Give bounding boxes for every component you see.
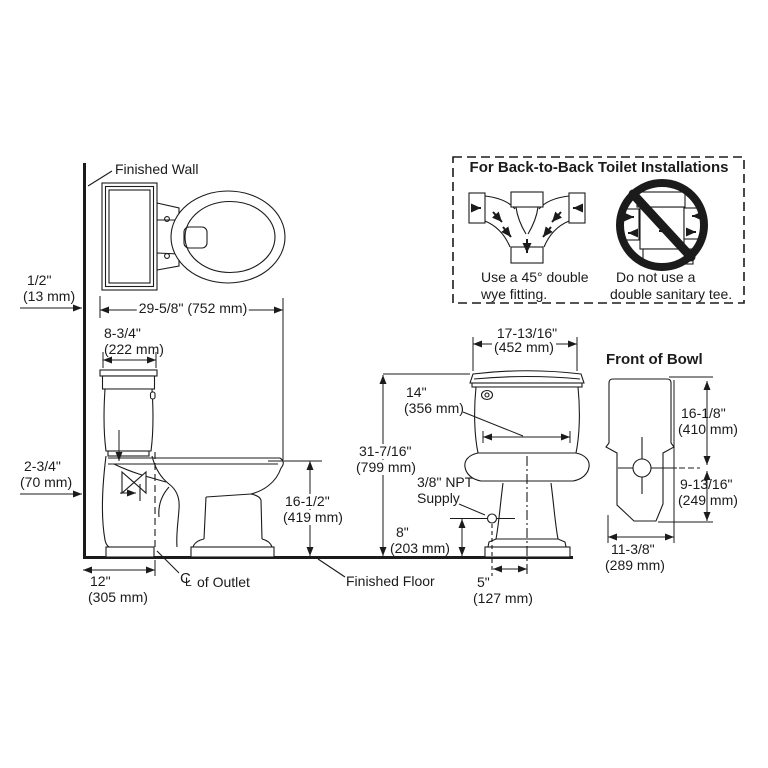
double-wye-icon [468, 191, 586, 264]
bowl-upper-inches: 16-1/8" [681, 405, 726, 421]
tee-caption-line1: Do not use a [616, 269, 696, 285]
overall-depth-dim: 29-5/8" (752 mm) [136, 300, 250, 316]
toilet-plan-view [101, 182, 286, 291]
overall-height-mm: (799 mm) [354, 459, 418, 475]
rim-height-inches: 16-1/2" [283, 493, 332, 509]
supply-offset-mm: (127 mm) [473, 590, 533, 606]
toilet-side-view [99, 369, 284, 574]
bowl-lower-mm: (249 mm) [678, 492, 738, 508]
tank-depth-mm: (222 mm) [104, 341, 164, 357]
valve-offset-mm: (70 mm) [20, 474, 73, 490]
wye-caption-line1: Use a 45° double [481, 269, 589, 285]
prohibition-slash [628, 189, 696, 262]
wall-gap-mm: (13 mm) [23, 288, 76, 304]
finished-wall-label: Finished Wall [115, 161, 199, 177]
finished-floor-label: Finished Floor [346, 573, 435, 589]
rim-height-mm: (419 mm) [281, 509, 345, 525]
tank-clearance-inches: 14" [406, 384, 427, 400]
tank-width-inches: 17-13/16" [496, 325, 558, 341]
supply-offset-inches: 5" [477, 574, 490, 590]
valve-offset-inches: 2-3/4" [24, 458, 61, 474]
overall-height-inches: 31-7/16" [357, 443, 414, 459]
rough-in-mm: (305 mm) [88, 589, 148, 605]
bowl-width-inches: 11-3/8" [611, 541, 655, 557]
bowl-outlet-center [632, 458, 652, 478]
centerline-c: C [180, 570, 191, 587]
supply-label-line1: 3/8" NPT [417, 474, 474, 490]
prohibition-circle [616, 179, 708, 271]
wye-caption-line2: wye fitting. [481, 286, 548, 302]
supply-point [486, 513, 498, 524]
front-of-bowl-title: Front of Bowl [606, 351, 703, 368]
outlet-label: of Outlet [197, 574, 250, 590]
no-sanitary-tee-icon [616, 179, 708, 271]
finished-wall-leader [87, 170, 113, 187]
rough-in-inches: 12" [90, 573, 111, 589]
dimension-lines [20, 296, 713, 576]
bowl-lower-inches: 9-13/16" [680, 476, 733, 492]
supply-valve [121, 470, 147, 495]
wall-gap-inches: 1/2" [27, 272, 52, 288]
tank-depth-inches: 8-3/4" [104, 325, 141, 341]
front-of-bowl-view [605, 378, 700, 522]
bowl-width-mm: (289 mm) [605, 557, 665, 573]
trip-lever-rear [480, 389, 494, 401]
tank-width-mm: (452 mm) [492, 339, 556, 355]
supply-height-mm: (203 mm) [388, 540, 452, 556]
bowl-upper-mm: (410 mm) [678, 421, 738, 437]
back-to-back-box [452, 156, 745, 304]
outlet-leader [156, 550, 180, 574]
trip-lever-side [149, 391, 156, 400]
centerline-l: L [185, 575, 192, 589]
tee-caption-line2: double sanitary tee. [610, 286, 733, 302]
tank-clearance-mm: (356 mm) [404, 400, 464, 416]
finished-floor-leader [317, 558, 346, 578]
supply-label-line2: Supply [417, 490, 460, 506]
back-to-back-title: For Back-to-Back Toilet Installations [469, 159, 729, 176]
supply-height-inches: 8" [396, 524, 409, 540]
